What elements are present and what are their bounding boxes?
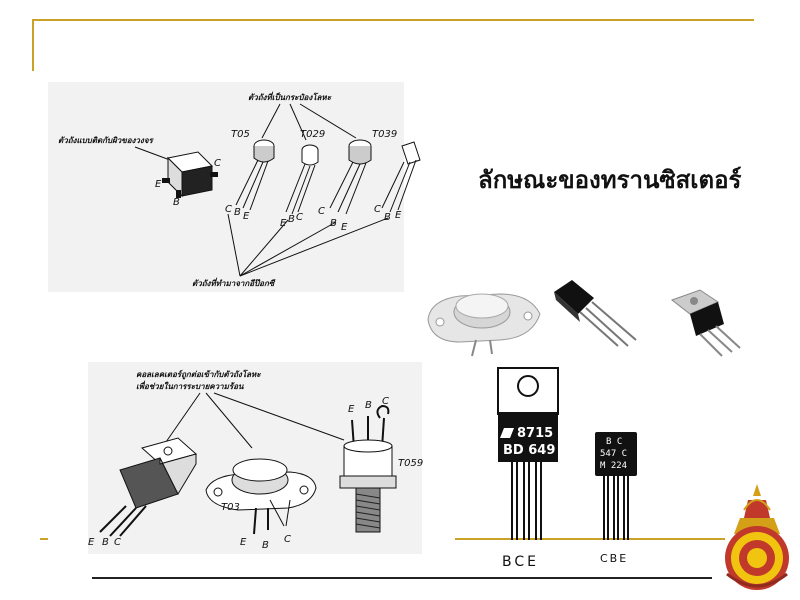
to220-pin-b: B — [102, 537, 109, 548]
t059-pin-e: E — [348, 404, 355, 415]
t029-label: T029 — [300, 129, 325, 140]
slide-title: ลักษณะของทรานซิสเตอร์ — [478, 165, 742, 194]
t029-pin-b: B — [288, 214, 295, 225]
large-marking-2: BD 649 — [503, 443, 555, 458]
small-marking-1: B C — [606, 437, 622, 447]
smd-package — [162, 151, 218, 198]
large-pin-label: BCE — [502, 554, 539, 570]
to220-pin-e: E — [88, 537, 95, 548]
large-transistor — [497, 367, 559, 540]
t03-pin-b: B — [262, 540, 269, 551]
photo-to3-transistor — [427, 293, 541, 357]
t03-drawing — [205, 458, 317, 535]
frame-mid-line-left — [40, 538, 48, 540]
university-emblem-icon — [725, 484, 789, 590]
to92-pin-e: E — [395, 210, 402, 221]
label-collector-2: เพื่อช่วยในการระบายความร้อน — [136, 380, 244, 391]
label-epoxy: ตัวถังที่ทำมาจากอีป๊อกซี — [192, 277, 276, 288]
t059-drawing — [339, 404, 397, 533]
frame-mid-line-right — [455, 538, 725, 540]
t03-pin-e: E — [240, 537, 247, 548]
t03-label: T03 — [221, 502, 240, 513]
t059-pin-b: B — [365, 400, 372, 411]
t029-package — [285, 144, 319, 215]
metal-case-arrows — [134, 103, 389, 277]
t039-pin-c: C — [318, 206, 325, 217]
label-metal-case: ตัวถังที่เป็นกระป๋องโลหะ — [248, 91, 332, 102]
t039-label: T039 — [372, 129, 397, 140]
t029-pin-c: C — [296, 212, 303, 223]
t059-pin-c: C — [382, 396, 389, 407]
t05-pin-e: E — [243, 211, 250, 222]
bottom-rule — [92, 577, 712, 579]
small-marking-3: M 224 — [600, 461, 627, 471]
to92-pin-c: C — [374, 204, 381, 215]
t029-pin-e: E — [280, 218, 287, 229]
t03-pin-c: C — [284, 534, 291, 545]
small-pin-label: CBE — [600, 552, 628, 565]
smd-pin-b: B — [173, 197, 180, 208]
top-diagram-backdrop — [48, 82, 404, 292]
small-transistor — [595, 432, 637, 540]
t039-package — [329, 139, 372, 215]
smd-pin-e: E — [155, 179, 162, 190]
photo-to92-transistor — [554, 280, 637, 347]
to92-pin-b: B — [384, 212, 391, 223]
t05-pin-c: C — [225, 204, 232, 215]
smd-pin-c: C — [214, 158, 221, 169]
label-collector-1: คอลเลคเตอร์ถูกต่อเข้ากับตัวถังโลหะ — [136, 369, 261, 380]
t05-package — [235, 139, 275, 211]
to220-drawing — [99, 437, 198, 537]
to92-package — [381, 141, 421, 213]
t039-pin-b: B — [330, 218, 337, 229]
to220-pin-c: C — [114, 537, 121, 548]
collector-arrows — [165, 392, 345, 449]
t05-label: T05 — [231, 129, 250, 140]
t05-pin-b: B — [234, 207, 241, 218]
frame-top-line — [32, 19, 754, 21]
label-smd: ตัวถังแบบติดกับผิวของวงจร — [58, 136, 155, 145]
t059-label: T059 — [398, 458, 423, 469]
small-marking-2: 547 C — [600, 449, 627, 459]
t039-pin-e: E — [341, 222, 348, 233]
large-marking-1: 8715 — [517, 426, 553, 441]
frame-left-line — [32, 19, 34, 71]
photo-to220-transistor — [670, 289, 741, 357]
